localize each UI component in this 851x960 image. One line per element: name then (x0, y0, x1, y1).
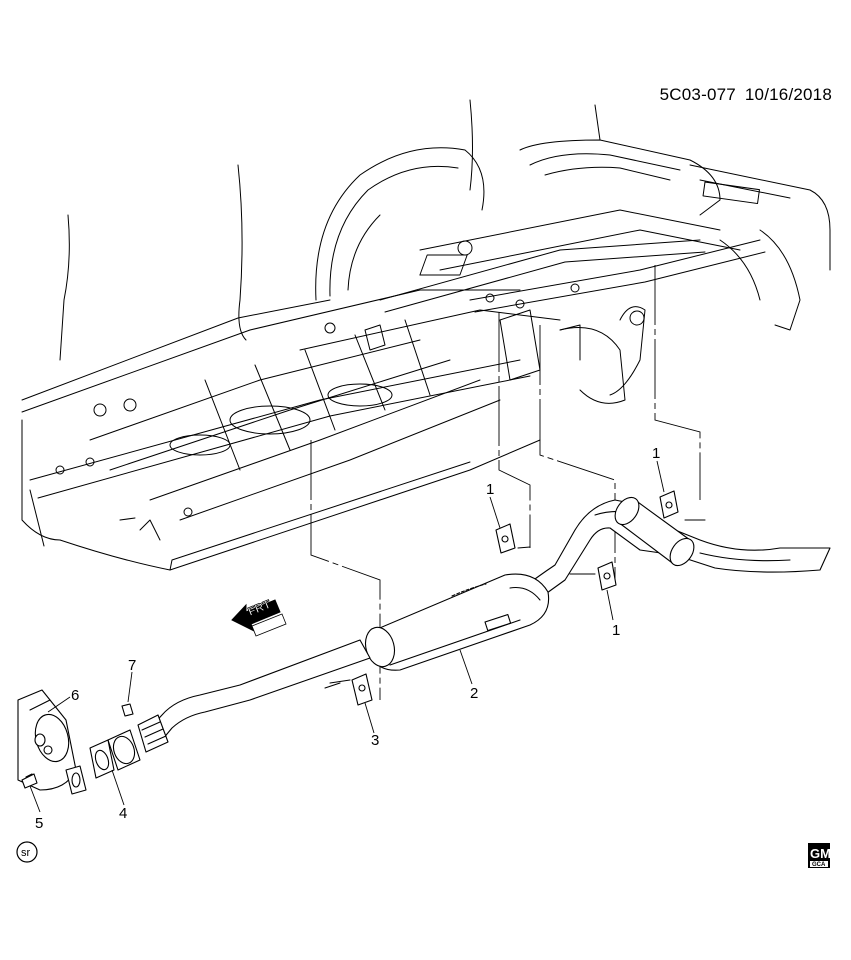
sr-label: sr (21, 847, 31, 859)
front-direction-arrow: FRT (231, 596, 287, 637)
sr-badge: sr (16, 841, 38, 863)
gm-logo-sub: GCA (812, 862, 826, 868)
vehicle-underbody (21, 99, 831, 571)
gm-logo: GM GCA (808, 843, 831, 868)
callout-1-rear: 1 (652, 445, 660, 462)
callout-3-hanger: 3 (371, 732, 379, 749)
callout-4-gasket: 4 (119, 805, 127, 822)
callout-6-converter: 6 (71, 687, 79, 704)
callout-2-muffler: 2 (470, 685, 478, 702)
resonator (614, 496, 695, 567)
callout-5-bolt: 5 (35, 815, 43, 832)
callout-1-mid-right: 1 (612, 622, 620, 639)
diagram-code: 5C03-077 (659, 85, 736, 104)
callout-7-nut: 7 (128, 657, 136, 674)
hanger-mid-left (495, 523, 531, 554)
intermediate-pipe (149, 639, 371, 741)
flex-joint (137, 714, 169, 753)
hanger-rear (659, 490, 706, 521)
muffler (364, 573, 550, 671)
exhaust-system (17, 490, 831, 795)
gm-logo-label: GM (810, 846, 831, 861)
catalytic-converter (17, 689, 77, 791)
nut (121, 703, 134, 717)
callout-leaders (29, 460, 665, 813)
hanger-mid-right (569, 561, 617, 591)
hanger-front (324, 673, 373, 706)
bolt (21, 773, 38, 789)
diagram-date: 10/16/2018 (744, 85, 832, 104)
diagram-header: 5C03-077 10/16/2018 (660, 85, 832, 105)
callout-1-mid-left: 1 (486, 481, 494, 498)
